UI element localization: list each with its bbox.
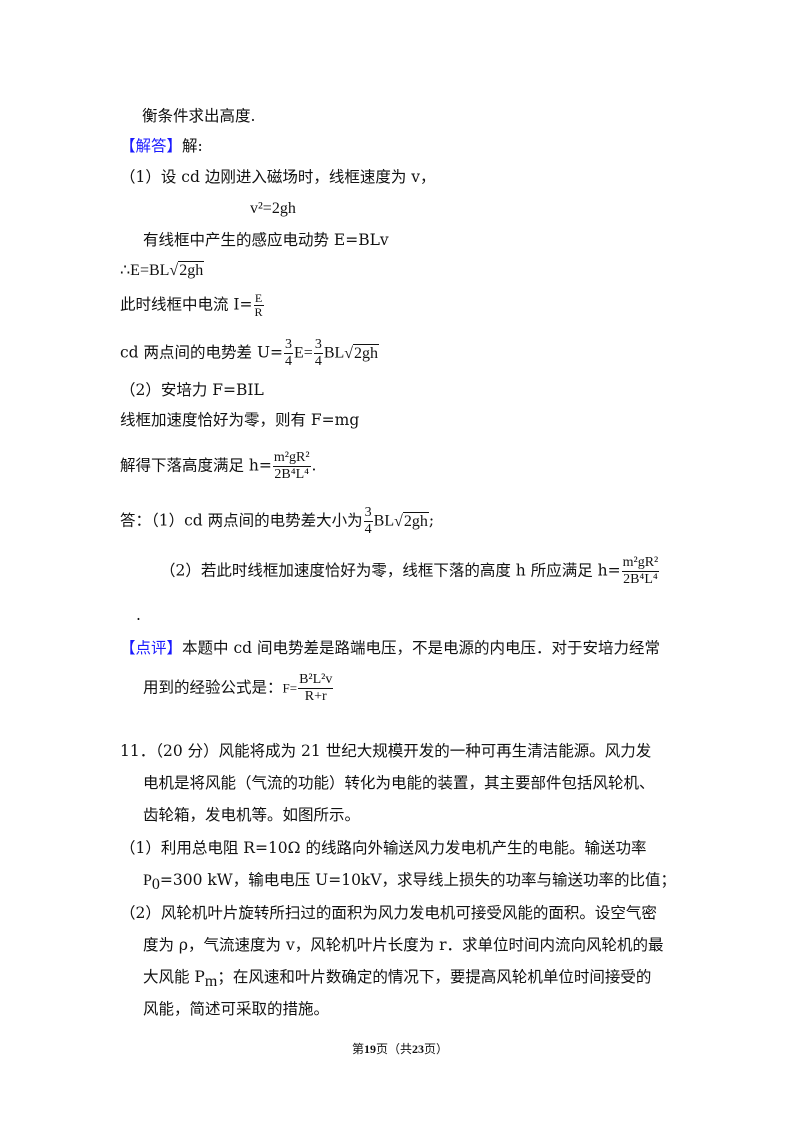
emf-result: ∴E=BL√2gh [120, 261, 205, 279]
part2-intro: （2）安培力 F=BIL [120, 381, 264, 399]
question11-part2-line3: 大风能 Pm；在风速和叶片数确定的情况下，要提高风轮机单位时间接受的 [143, 968, 652, 991]
sqrt-expression: √2gh [394, 511, 429, 530]
comment-line1: 【点评】本题中 cd 间电势差是路端电压，不是电源的内电压．对于安培力经常 [120, 639, 660, 657]
question11-part2-line1: （2）风轮机叶片旋转所扫过的面积为风力发电机可接受风能的面积。设空气密 [120, 904, 657, 922]
question11-line3: 齿轮箱，发电机等。如图所示。 [143, 806, 361, 824]
emf-text: 有线框中产生的感应电动势 E=BLv [143, 231, 389, 249]
part1-intro: （1）设 cd 边刚进入磁场时，线框速度为 v， [120, 168, 436, 186]
answer-dot: . [136, 606, 141, 624]
solution-label: 【解答】 [120, 137, 183, 155]
comment-label: 【点评】 [120, 639, 183, 657]
question11-part2-line2: 度为 ρ，气流速度为 v，风轮机叶片长度为 r．求单位时间内流向风轮机的最 [143, 936, 664, 954]
page-number: 19 [363, 1042, 376, 1056]
answer-label: 答： [120, 511, 152, 530]
page-total: 23 [412, 1042, 424, 1056]
question11-part2-line4: 风能，简述可采取的措施。 [143, 1000, 330, 1018]
solution-intro: 解: [182, 137, 203, 155]
question11-line2: 电机是将风能（气流的功能）转化为电能的装置，其主要部件包括风轮机、 [143, 774, 655, 792]
page-footer: 第19页（共23页） [351, 1042, 449, 1056]
question11-line1: 11．（20 分）风能将成为 21 世纪大规模开发的一种可再生清洁能源。风力发 [120, 742, 652, 760]
question11-part1-line1: （1）利用总电阻 R=10Ω 的线路向外输送风力发电机产生的电能。输送功率 [120, 839, 647, 857]
solution-heading: 【解答】解: [120, 136, 203, 156]
analysis-tail: 衡条件求出高度. [142, 107, 256, 125]
sqrt-expression: √2gh [344, 343, 380, 362]
equation-v-squared: v²=2gh [250, 200, 296, 217]
acceleration-text: 线框加速度恰好为零，则有 F=mg [120, 411, 360, 429]
question11-part1-line2: P0=300 kW，输电电压 U=10kV，求导线上损失的功率与输送功率的比值； [143, 871, 677, 894]
sqrt-expression: √2gh [169, 261, 205, 279]
